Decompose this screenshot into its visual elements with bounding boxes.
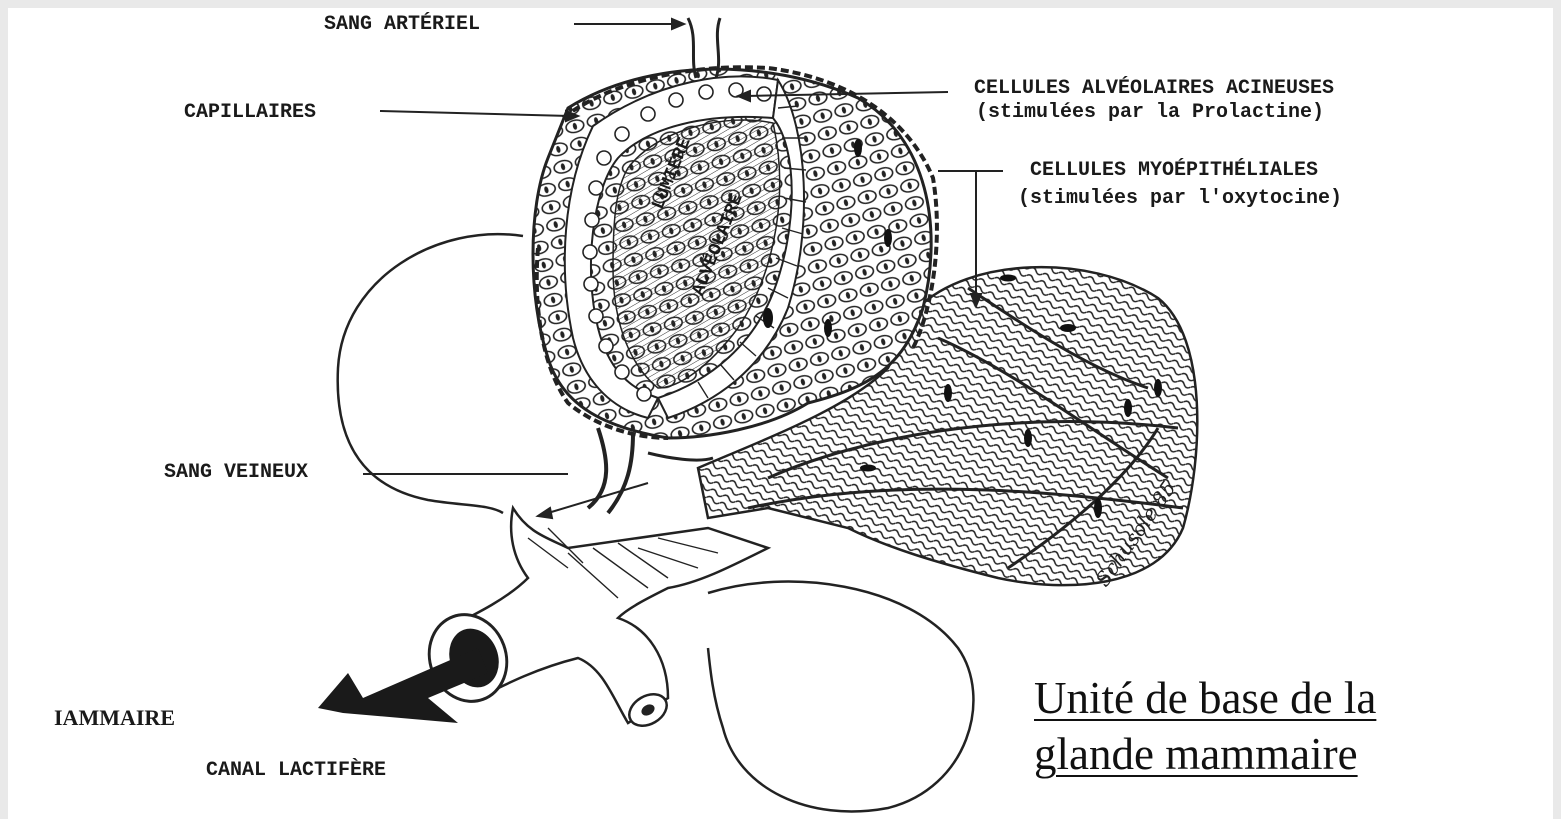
label-sang-arteriel: SANG ARTÉRIEL — [324, 12, 480, 38]
label-mammaire: IAMMAIRE — [54, 705, 175, 731]
label-cellules-myoepitheliales-note: (stimulées par l'oxytocine) — [1018, 186, 1342, 212]
outline-alveolus-bottom — [708, 582, 973, 812]
lactiferous-duct — [318, 508, 768, 732]
label-cellules-alveolaires-note: (stimulées par la Prolactine) — [976, 100, 1324, 126]
label-capillaires: CAPILLAIRES — [184, 100, 316, 126]
title-line-1: Unité de base de la — [1034, 670, 1376, 726]
diagram-title: Unité de base de la glande mammaire — [1034, 670, 1376, 782]
vein-vessel — [588, 428, 633, 513]
label-cellules-myoepitheliales: CELLULES MYOÉPITHÉLIALES — [1030, 158, 1318, 184]
diagram-canvas: Schusole 85 SANG ARTÉRIEL CAPILLAIRES CE… — [8, 8, 1553, 819]
label-sang-veineux: SANG VEINEUX — [164, 460, 308, 486]
label-cellules-alveolaires: CELLULES ALVÉOLAIRES ACINEUSES — [974, 76, 1334, 102]
label-canal-lactifere: CANAL LACTIFÈRE — [206, 758, 386, 784]
title-line-2: glande mammaire — [1034, 726, 1376, 782]
outline-alveolus-left — [338, 234, 523, 513]
